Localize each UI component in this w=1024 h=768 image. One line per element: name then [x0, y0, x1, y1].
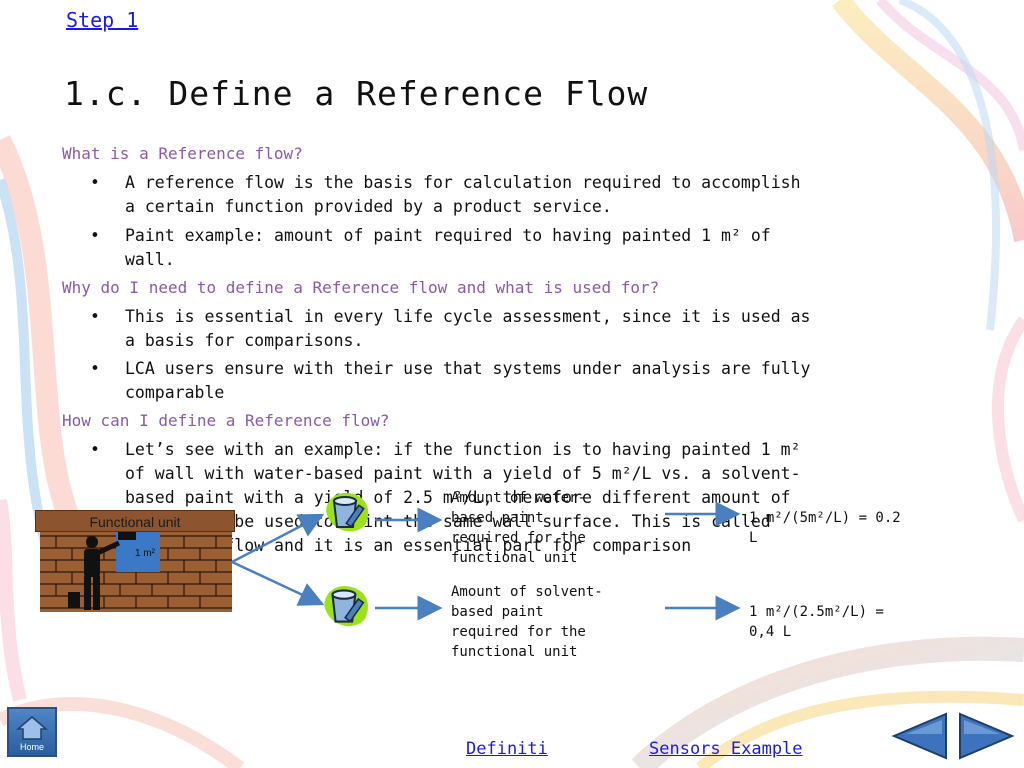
bullet-text: This is essential in every life cycle as…: [125, 307, 811, 350]
step-1-link[interactable]: Step 1: [66, 8, 139, 32]
sensors-example-link[interactable]: Sensors Example: [649, 739, 803, 759]
previous-slide-button[interactable]: [890, 712, 950, 760]
bullet-dot: •: [90, 359, 100, 378]
bullet-dot: •: [90, 173, 100, 192]
bullet-definition: • A reference flow is the basis for calc…: [90, 171, 970, 219]
bullet-dot: •: [90, 226, 100, 245]
question-why: Why do I need to define a Reference flow…: [62, 278, 660, 297]
home-icon: [16, 716, 48, 740]
bullet-text: Paint example: amount of paint required …: [125, 226, 771, 269]
home-label: Home: [19, 742, 44, 752]
bullet-essential: • This is essential in every life cycle …: [90, 305, 970, 353]
bullet-dot: •: [90, 307, 100, 326]
bullet-text: A reference flow is the basis for calcul…: [125, 173, 801, 216]
bullet-paint-example: • Paint example: amount of paint require…: [90, 224, 970, 272]
water-paint-result: 1 m²/(5m²/L) = 0.2 L: [749, 510, 901, 546]
area-label: 1 m²: [135, 548, 155, 559]
water-paint-description: Amount of water- based paint required fo…: [451, 490, 586, 566]
slide-title: 1.c. Define a Reference Flow: [64, 74, 649, 113]
solvent-paint-result: 1 m²/(2.5m²/L) = 0,4 L: [749, 604, 884, 640]
bullet-text: LCA users ensure with their use that sys…: [125, 359, 811, 402]
home-button[interactable]: Home: [7, 707, 57, 757]
next-slide-button[interactable]: [956, 712, 1016, 760]
question-what-is: What is a Reference flow?: [62, 144, 303, 163]
solvent-paint-bucket-icon: [324, 586, 369, 627]
bullet-lca-users: • LCA users ensure with their use that s…: [90, 357, 970, 405]
definitions-link[interactable]: Definiti: [466, 739, 548, 759]
solvent-paint-description: Amount of solvent- based paint required …: [451, 584, 603, 660]
functional-unit-label: Functional unit: [35, 510, 235, 532]
water-paint-bucket-icon: [326, 492, 369, 532]
bullet-dot: •: [90, 440, 100, 459]
question-how: How can I define a Reference flow?: [62, 411, 390, 430]
